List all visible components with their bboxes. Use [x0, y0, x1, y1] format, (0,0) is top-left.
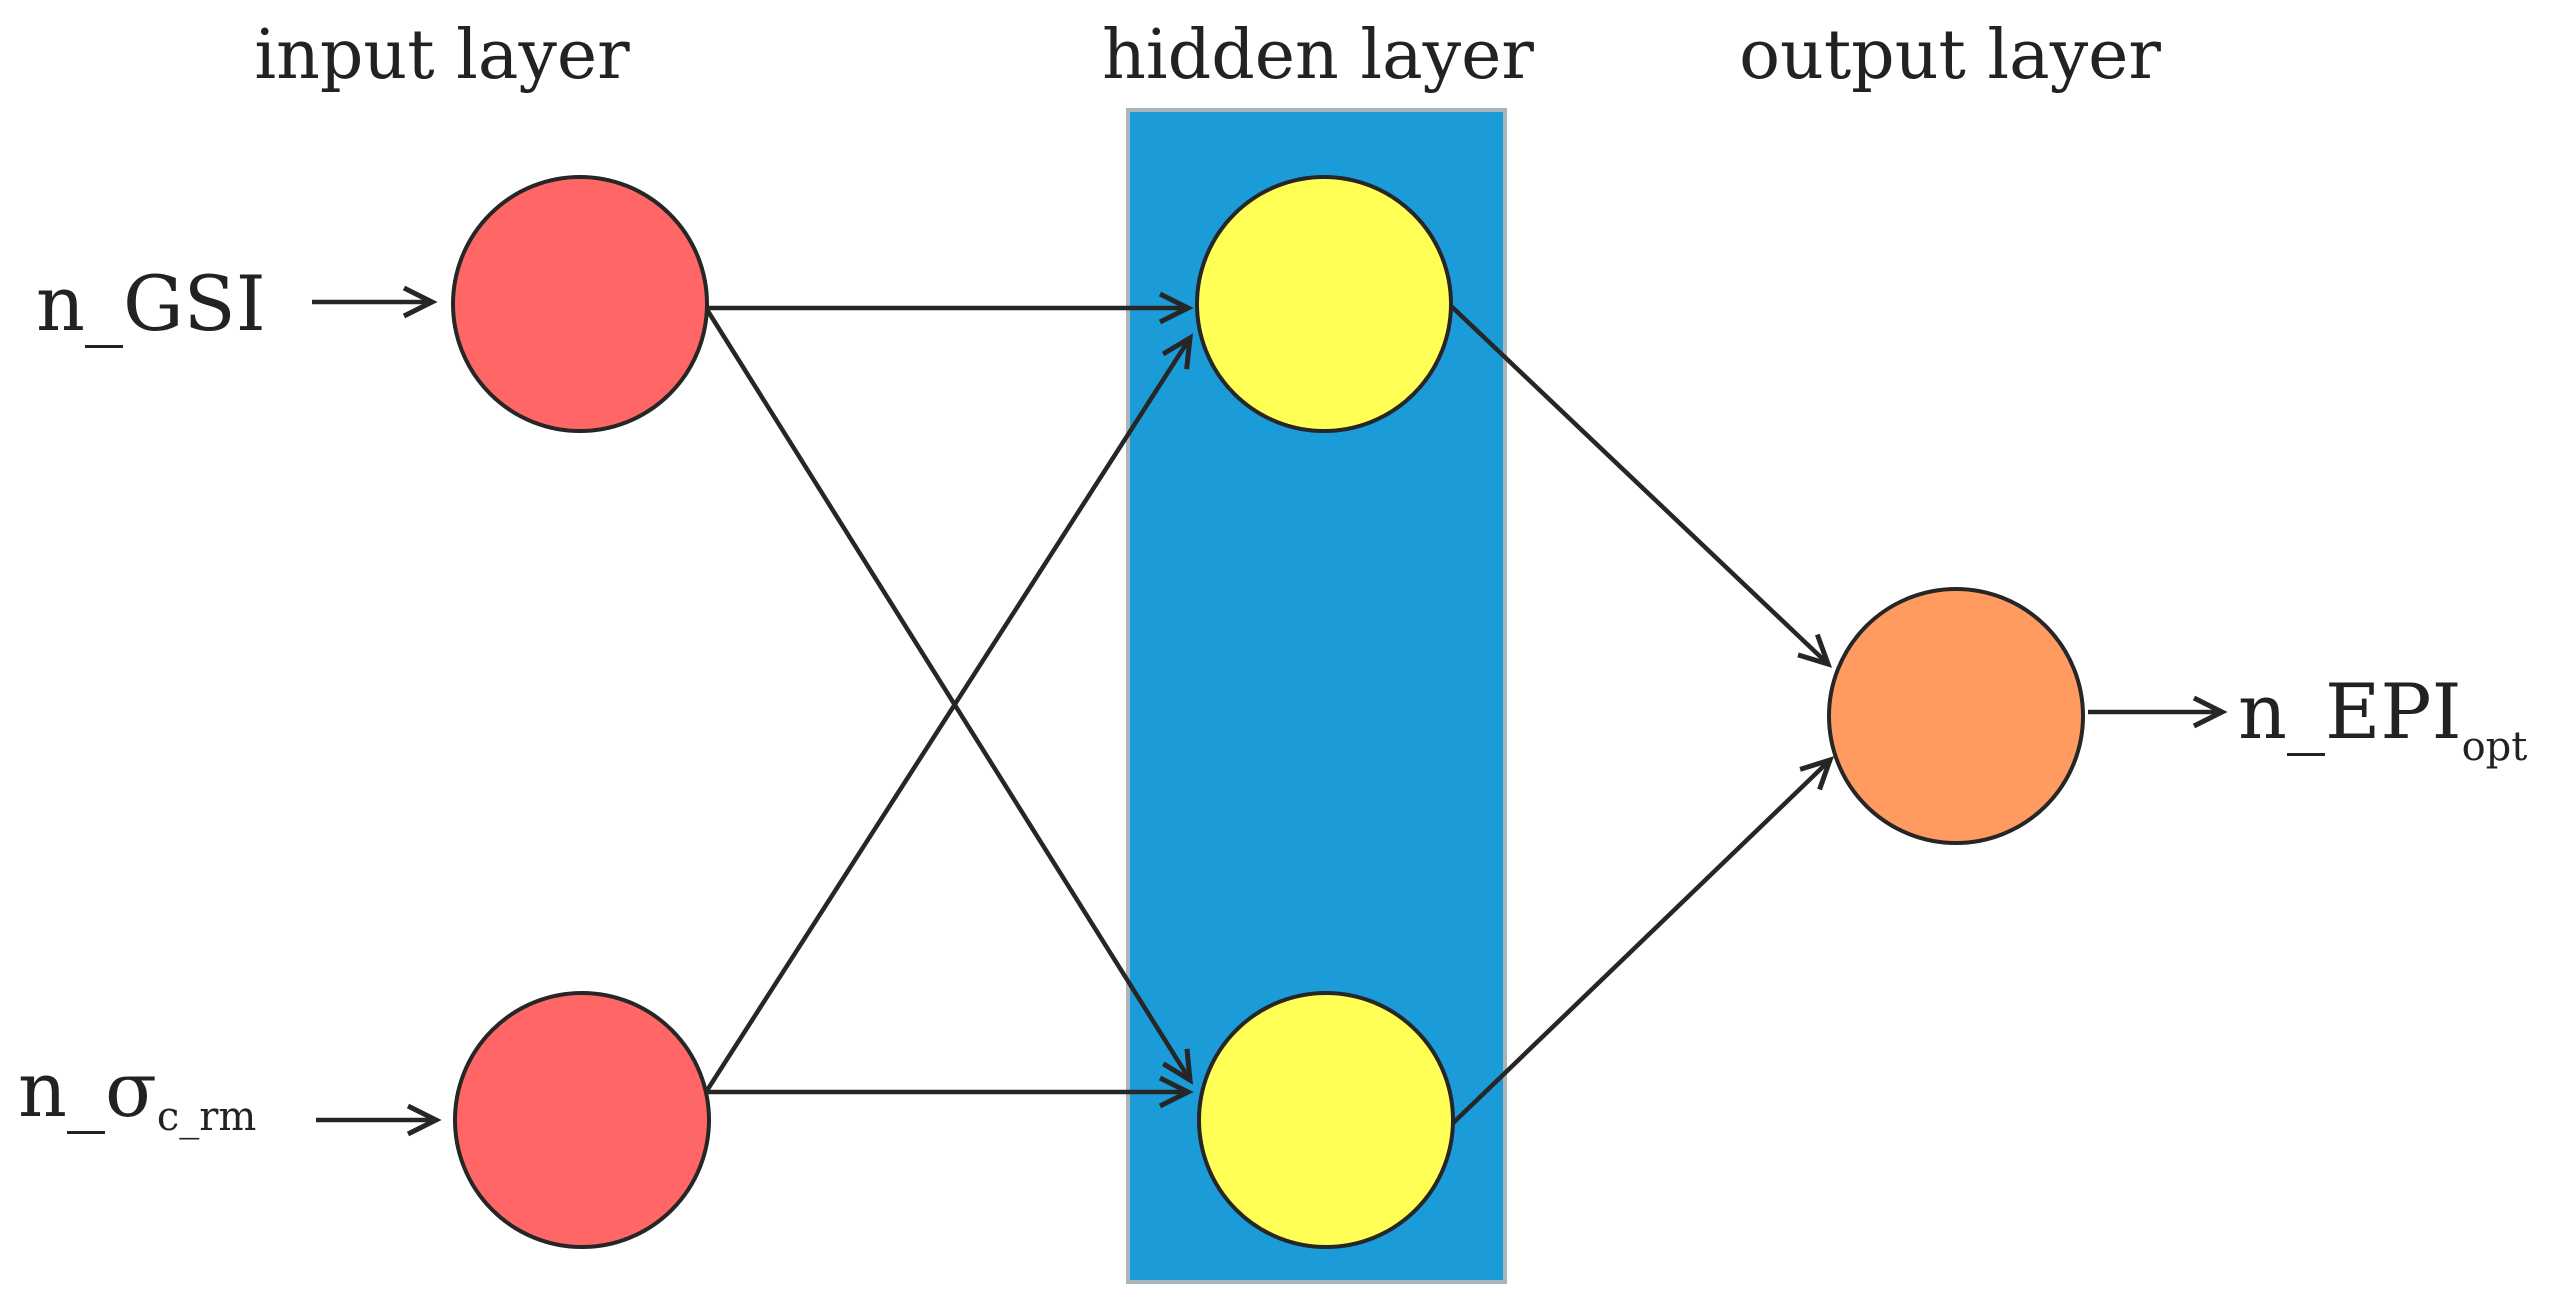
hidden-layer-title: hidden layer [1102, 16, 1534, 95]
input-label-gsi-base: n_GSI [36, 259, 266, 348]
hidden-node-1 [1195, 175, 1453, 433]
connection-hidden1-output [1448, 303, 1833, 668]
output-label-epi-sub: opt [2462, 724, 2528, 770]
output-layer-title: output layer [1739, 16, 2161, 95]
connection-hidden2-output [1450, 756, 1835, 1126]
connection-input1-hidden2 [704, 306, 1193, 1085]
output-label-epi: n_EPIopt [2238, 667, 2527, 770]
output-label-epi-base: n_EPI [2238, 667, 2462, 756]
hidden-node-2 [1197, 991, 1455, 1249]
connection-input2-hidden1 [704, 333, 1194, 1094]
input-label-sigma: n_σc_rm [18, 1045, 256, 1140]
input-label-sigma-sub: c_rm [157, 1094, 256, 1140]
input-label-sigma-base: n_σ [18, 1045, 157, 1134]
input-node-2 [453, 991, 711, 1249]
input-layer-title: input layer [254, 16, 630, 95]
output-node [1827, 587, 2085, 845]
input-label-gsi: n_GSI [36, 259, 266, 348]
input-node-1 [451, 175, 709, 433]
